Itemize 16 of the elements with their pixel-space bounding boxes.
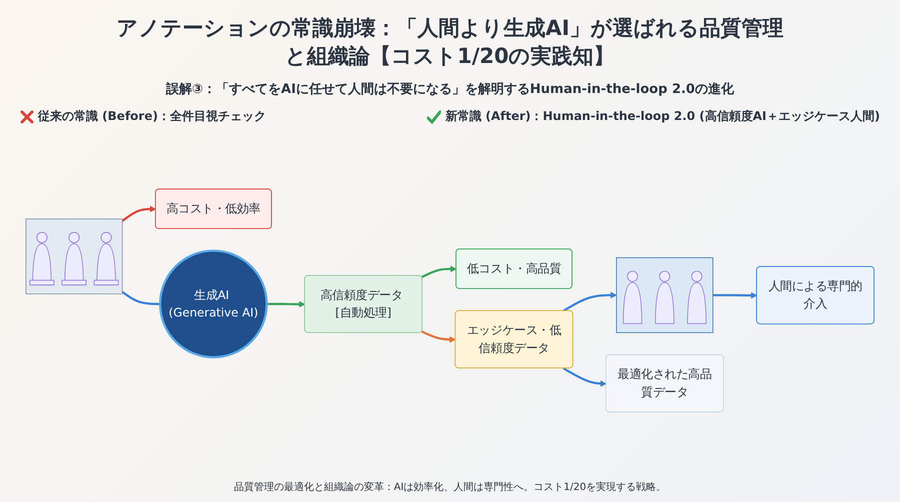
- arrow: [712, 292, 758, 299]
- arrow: [421, 266, 457, 278]
- connector: [122, 290, 160, 306]
- section-heading: 新常識 (After)：Human-in-the-loop 2.0 (高信頼度AI＋エッジケース人間): [445, 108, 880, 125]
- subtitle: 誤解③：「すべてをAIに任せて人間は不要になる」を解明するHuman-in-the-loop 2.0の進化: [164, 81, 735, 98]
- arrow: [562, 367, 607, 387]
- section-heading: 従来の常識 (Before)：全件目視チェック: [38, 108, 266, 125]
- arrow: [421, 330, 456, 343]
- arrow: [562, 292, 617, 312]
- caption: 品質管理の最適化と組織論の変革：AIは効率化、人間は専門性へ。コスト1/20を実現する戦略。: [232, 480, 668, 494]
- node-picture: [616, 257, 714, 334]
- arrow: [266, 301, 306, 308]
- arrow: [122, 206, 156, 222]
- title: アノテーションの常識崩壊：「人間より生成AI」が選ばれる品質管理と組織論【コスト1/20の実践知】: [115, 15, 785, 70]
- node-picture: [26, 218, 123, 294]
- node-circle: 生成AI (Generative AI): [159, 250, 268, 358]
